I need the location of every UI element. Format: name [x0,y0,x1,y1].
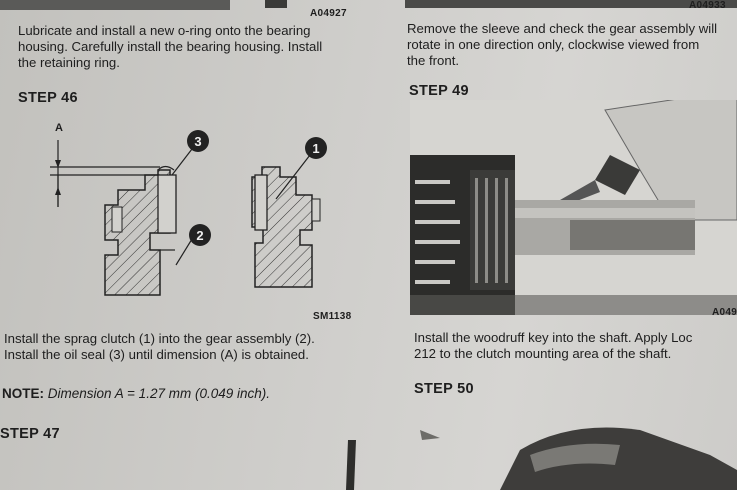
step49-photo-code: A049 [712,307,737,318]
step46-text-line1: Install the sprag clutch (1) into the ge… [4,331,315,346]
left-top-figure-code: A04927 [310,8,347,19]
sprag-clutch-section-right [251,166,321,288]
note: NOTE: Dimension A = 1.27 mm (0.049 inch)… [2,386,372,401]
right-top-figure-strip [405,0,737,8]
gear-assembly-section-left [104,165,177,296]
step49-text-line2: 212 to the clutch mounting area of the s… [414,346,672,361]
step46-text: Install the sprag clutch (1) into the ge… [4,331,374,363]
left-top-figure-strip [0,0,300,14]
dimension-arrow-down [55,160,61,168]
step45-text-line1: Lubricate and install a new o-ring onto … [18,23,311,38]
callout-1: 1 [305,137,327,159]
step45-text: Lubricate and install a new o-ring onto … [18,23,368,71]
step49-title: STEP 49 [409,83,469,99]
diagram-figure-code: SM1138 [313,311,352,322]
left-top-figure-remnant [0,0,287,10]
leader-2 [175,238,193,266]
leader-1 [275,154,311,200]
dimension-label-a: A [55,122,63,134]
step46-title: STEP 46 [18,90,78,106]
leader-3 [171,148,193,176]
step47-title: STEP 47 [0,426,60,442]
step48-text: Remove the sleeve and check the gear ass… [407,21,737,69]
step49-text-line1: Install the woodruff key into the shaft.… [414,330,693,345]
step46-diagram [50,140,321,296]
step45-text-line2: housing. Carefully install the bearing h… [18,39,323,54]
step48-text-line1: Remove the sleeve and check the gear ass… [407,21,718,36]
step50-title: STEP 50 [414,381,474,397]
step49-photo [410,100,737,315]
callout-2: 2 [189,224,211,246]
step48-text-line3: the front. [407,53,460,68]
right-top-figure-code: A04933 [689,0,726,11]
step49-text: Install the woodruff key into the shaft.… [414,330,737,362]
step50-photo-remnant [420,427,737,490]
step47-figure-remnant [346,440,356,490]
dimension-arrow-up [55,187,61,195]
step48-text-line2: rotate in one direction only, clockwise … [407,37,700,52]
note-label: NOTE: [2,386,44,401]
step45-text-line3: the retaining ring. [18,55,120,70]
callout-3: 3 [187,130,209,152]
step46-text-line2: Install the oil seal (3) until dimension… [4,347,309,362]
note-text: Dimension A = 1.27 mm (0.049 inch). [47,386,270,401]
